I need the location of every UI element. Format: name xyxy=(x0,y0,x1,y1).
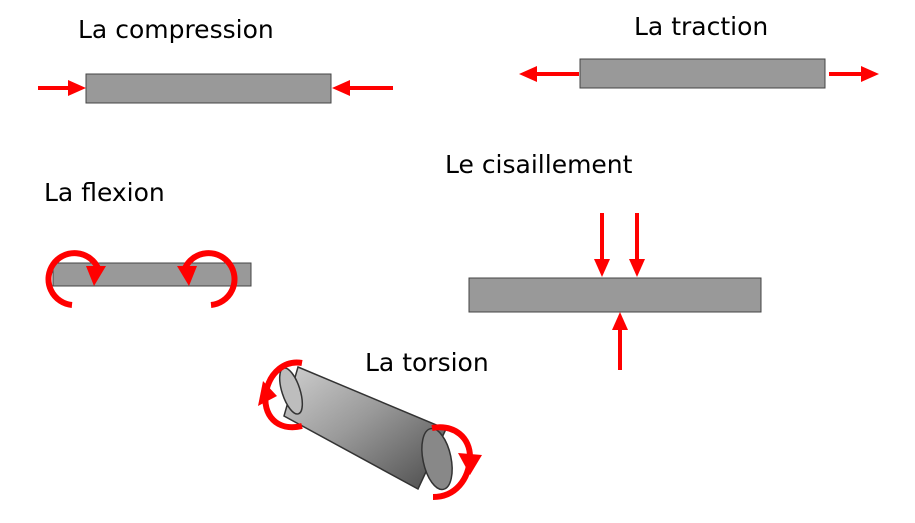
torsion-moment-right xyxy=(431,424,482,500)
compression-arrow-right xyxy=(332,80,393,96)
compression-bar xyxy=(85,73,332,104)
traction-label: La traction xyxy=(634,12,769,41)
torsion-moment-left xyxy=(258,359,303,431)
flexion-moment-left xyxy=(45,250,106,308)
torsion-cylinder xyxy=(278,365,453,491)
torsion-group xyxy=(258,359,482,500)
flexion-group xyxy=(45,250,252,308)
shear-arrow-down-left xyxy=(594,213,610,277)
flexion-bar xyxy=(52,262,252,287)
torsion-label: La torsion xyxy=(365,348,489,377)
compression-arrow-left xyxy=(38,80,86,96)
flexion-moment-right xyxy=(177,250,238,308)
compression-label: La compression xyxy=(78,15,274,44)
shear-arrow-up xyxy=(612,312,628,370)
cisaillement-bar xyxy=(468,277,762,313)
shear-arrow-down-right xyxy=(629,213,645,277)
cisaillement-label: Le cisaillement xyxy=(445,150,633,179)
traction-arrow-left xyxy=(519,66,579,82)
compression-group xyxy=(38,73,393,104)
cisaillement-group xyxy=(468,213,762,370)
traction-bar xyxy=(579,58,826,89)
traction-group xyxy=(519,58,879,89)
traction-arrow-right xyxy=(829,66,879,82)
flexion-label: La flexion xyxy=(44,178,165,207)
